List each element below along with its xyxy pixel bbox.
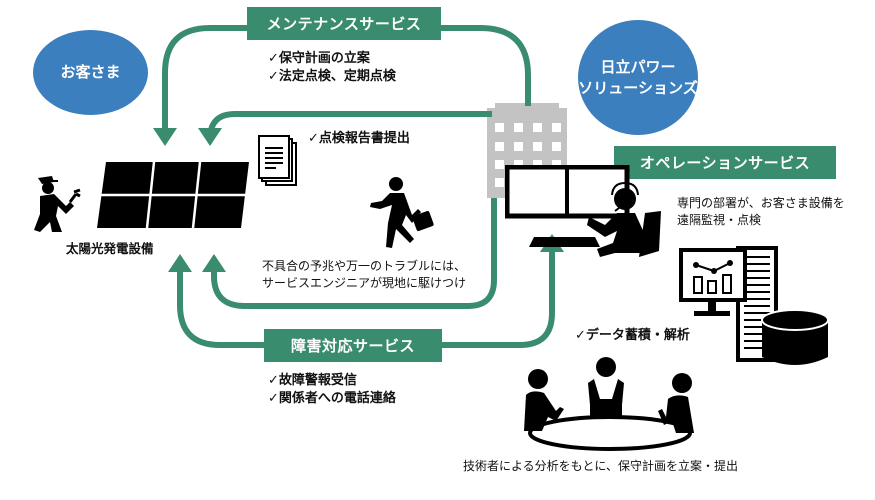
meeting-table-icon (524, 357, 694, 451)
arrowhead-up-outer (168, 254, 192, 272)
database-icon (761, 309, 829, 365)
maintenance-item: ✓法定点検、定期点検 (268, 69, 396, 84)
maintenance-service-box: メンテナンスサービス (247, 7, 441, 40)
failure-service-title: 障害対応サービス (290, 337, 415, 355)
operation-service-box: オペレーションサービス (614, 146, 836, 179)
document-stack-icon (258, 135, 297, 186)
operation-desc-line2: 遠隔監視・点検 (677, 213, 762, 227)
arrowhead-up-inner (202, 254, 226, 272)
failure-item: ✓関係者への電話連絡 (268, 391, 396, 406)
failure-service-box: 障害対応サービス (264, 329, 442, 362)
arrowhead-down-inner (198, 128, 222, 146)
report-label: ✓点検報告書提出 (308, 131, 410, 146)
company-name-line2: ソリューションズ (578, 78, 698, 97)
maintenance-item: ✓保守計画の立案 (268, 51, 370, 66)
data-analysis-label: ✓データ蓄積・解析 (575, 328, 690, 343)
solar-equipment-label: 太陽光発電設備 (66, 241, 154, 256)
analytics-group (679, 246, 829, 365)
engineer-dispatch-line1: 不具合の予兆や万一のトラブルには、 (262, 259, 467, 273)
meeting-caption: 技術者による分析をもとに、保守計画を立案・提出 (463, 459, 739, 473)
analytics-monitor-icon (679, 248, 747, 316)
customer-label: お客さま (60, 63, 121, 82)
dispatch-arrow-line (211, 198, 497, 309)
arrowhead-down-outer (153, 128, 177, 146)
failure-item: ✓故障警報受信 (268, 373, 357, 388)
failure-items: ✓故障警報受信 ✓関係者への電話連絡 (268, 372, 396, 408)
engineer-dispatch-text: 不具合の予兆や万一のトラブルには、 サービスエンジニアが現地に駆けつけ (262, 258, 466, 292)
report-item: ✓点検報告書提出 (308, 130, 410, 148)
solar-panel-icon (97, 161, 249, 229)
running-businessman-icon (370, 177, 434, 248)
company-name-line1: 日立パワー (600, 58, 676, 77)
operation-desc: 専門の部署が、お客さま設備を 遠隔監視・点検 (677, 195, 845, 229)
maintenance-service-title: メンテナンスサービス (266, 15, 422, 33)
operator-at-monitors-icon (505, 165, 661, 257)
failure-arrow-line (177, 250, 555, 348)
company-circle: 日立パワー ソリューションズ (578, 20, 698, 135)
operation-service-title: オペレーションサービス (639, 154, 811, 172)
worker-with-wrench-icon (34, 176, 81, 232)
customer-circle: お客さま (33, 30, 148, 115)
engineer-dispatch-line2: サービスエンジニアが現地に駆けつけ (262, 276, 467, 290)
operation-desc-line1: 専門の部署が、お客さま設備を (677, 196, 845, 210)
maintenance-items: ✓保守計画の立案 ✓法定点検、定期点検 (268, 50, 396, 86)
data-analysis-item: ✓データ蓄積・解析 (575, 327, 690, 345)
